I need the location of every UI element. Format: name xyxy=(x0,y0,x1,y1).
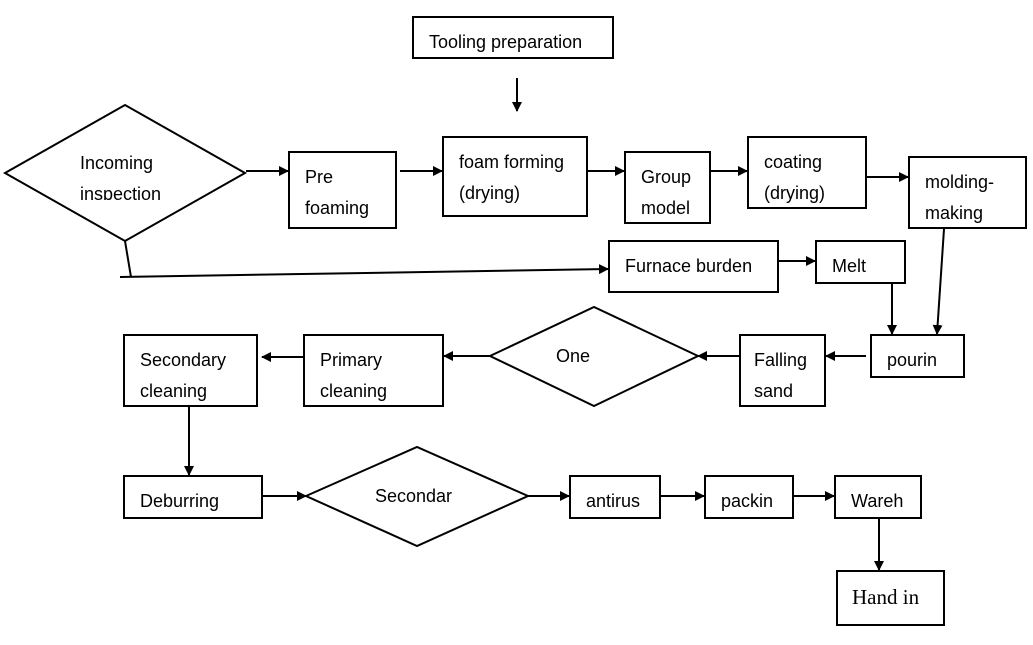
hand-in-box: Hand in xyxy=(836,570,945,626)
coating-line-1: coating xyxy=(764,152,823,172)
incoming-inspection-text: Incoming inspection xyxy=(80,148,220,200)
secondary-cleaning-line-2: cleaning xyxy=(140,381,208,401)
melt-box: Melt xyxy=(815,240,906,284)
secondary-cleaning-box: Secondary cleaning xyxy=(123,334,258,407)
coating-line-2: (drying) xyxy=(764,183,826,203)
falling-sand-line-2: sand xyxy=(754,381,794,401)
antirust-label: antirus xyxy=(586,491,641,511)
molding-making-line-1: molding- xyxy=(925,172,995,192)
secondar-text: Secondar xyxy=(375,481,475,512)
one-label: One xyxy=(556,346,591,366)
foam-forming-line-1: foam forming xyxy=(459,152,565,172)
pouring-box: pourin xyxy=(870,334,965,378)
hand-in-label: Hand in xyxy=(852,585,920,609)
secondary-cleaning-line-1: Secondary xyxy=(140,350,227,370)
warehouse-box: Wareh xyxy=(834,475,922,519)
group-model-line-1: Group xyxy=(641,167,692,187)
packing-label: packin xyxy=(721,491,774,511)
furnace-burden-label: Furnace burden xyxy=(625,256,753,276)
pre-foaming-line-2: foaming xyxy=(305,198,370,218)
coating-box: coating (drying) xyxy=(747,136,867,209)
falling-sand-line-1: Falling xyxy=(754,350,808,370)
arrow-molding-to-pouring xyxy=(932,228,945,335)
group-model-line-2: model xyxy=(641,198,691,218)
pre-foaming-line-1: Pre xyxy=(305,167,334,187)
connector-incoming-down xyxy=(124,240,132,278)
arrow-incoming-to-furnace xyxy=(119,264,609,278)
tooling-preparation-label: Tooling preparation xyxy=(429,32,583,52)
molding-making-box: molding- making xyxy=(908,156,1027,229)
deburring-label: Deburring xyxy=(140,491,220,511)
primary-cleaning-line-1: Primary xyxy=(320,350,382,370)
antirust-box: antirus xyxy=(569,475,661,519)
molding-making-line-2: making xyxy=(925,203,984,223)
foam-forming-box: foam forming (drying) xyxy=(442,136,588,217)
primary-cleaning-box: Primary cleaning xyxy=(303,334,444,407)
pouring-label: pourin xyxy=(887,350,938,370)
incoming-inspection-line-2: inspection xyxy=(80,184,162,200)
group-model-box: Group model xyxy=(624,151,711,224)
falling-sand-box: Falling sand xyxy=(739,334,826,407)
incoming-inspection-line-1: Incoming xyxy=(80,153,154,173)
melt-label: Melt xyxy=(832,256,867,276)
deburring-box: Deburring xyxy=(123,475,263,519)
primary-cleaning-line-2: cleaning xyxy=(320,381,388,401)
foam-forming-line-2: (drying) xyxy=(459,183,521,203)
warehouse-label: Wareh xyxy=(851,491,904,511)
incoming-inspection-diamond xyxy=(2,103,248,243)
packing-box: packin xyxy=(704,475,794,519)
one-text: One xyxy=(556,341,616,372)
furnace-burden-box: Furnace burden xyxy=(608,240,779,293)
tooling-preparation-box: Tooling preparation xyxy=(412,16,614,59)
secondar-label: Secondar xyxy=(375,486,453,506)
pre-foaming-box: Pre foaming xyxy=(288,151,397,229)
